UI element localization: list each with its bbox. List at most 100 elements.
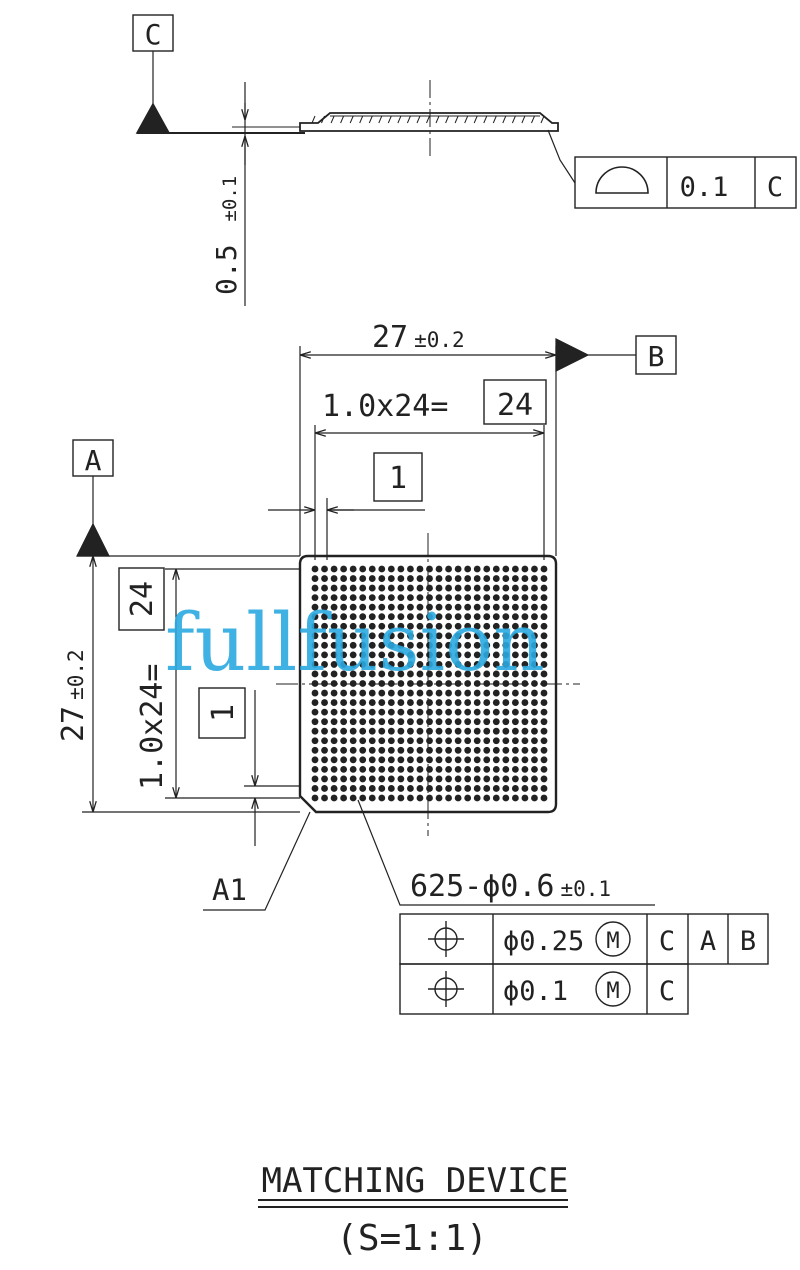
solder-ball xyxy=(330,565,338,573)
solder-ball xyxy=(397,775,405,783)
footer-scale: (S=1:1) xyxy=(336,1218,488,1259)
solder-ball xyxy=(464,651,472,659)
solder-ball xyxy=(473,765,481,773)
datum-a-label: A xyxy=(85,444,102,477)
solder-ball xyxy=(349,575,357,582)
solder-ball xyxy=(311,632,319,640)
solder-ball xyxy=(426,594,433,602)
solder-ball xyxy=(502,575,510,582)
solder-ball xyxy=(540,756,548,764)
solder-ball xyxy=(511,622,519,630)
solder-ball xyxy=(397,584,405,592)
solder-ball xyxy=(378,651,386,659)
solder-ball xyxy=(511,603,519,611)
solder-ball xyxy=(340,718,348,726)
solder-ball xyxy=(416,603,424,611)
solder-ball xyxy=(387,718,395,726)
solder-ball xyxy=(407,756,414,764)
solder-ball xyxy=(359,775,367,783)
solder-ball xyxy=(321,756,328,764)
solder-ball xyxy=(321,575,328,582)
solder-ball xyxy=(387,775,395,783)
side-ball-mark xyxy=(397,115,402,124)
solder-ball xyxy=(416,670,424,678)
solder-ball xyxy=(435,670,443,678)
solder-ball xyxy=(378,632,386,640)
solder-ball xyxy=(387,746,395,754)
pitch-v-unit: 1 xyxy=(206,704,241,722)
side-view-balls xyxy=(311,115,545,124)
solder-ball xyxy=(330,575,338,582)
solder-ball xyxy=(387,756,395,764)
solder-ball xyxy=(397,737,405,745)
solder-ball xyxy=(407,785,414,792)
solder-ball xyxy=(435,756,443,764)
solder-ball xyxy=(368,746,376,754)
solder-ball xyxy=(416,632,424,640)
solder-ball xyxy=(397,651,405,659)
solder-ball xyxy=(531,737,538,745)
solder-ball xyxy=(378,699,386,706)
solder-ball xyxy=(521,603,529,611)
solder-ball xyxy=(416,775,424,783)
solder-ball xyxy=(368,575,376,582)
solder-ball xyxy=(397,756,405,764)
solder-ball xyxy=(416,756,424,764)
solder-ball xyxy=(473,727,481,735)
side-ball-mark xyxy=(473,115,478,124)
solder-ball xyxy=(483,651,491,659)
solder-ball xyxy=(368,565,376,573)
solder-ball xyxy=(349,765,357,773)
solder-ball xyxy=(311,670,319,678)
solder-ball xyxy=(435,584,443,592)
solder-ball xyxy=(502,651,510,659)
solder-ball xyxy=(416,746,424,754)
solder-ball xyxy=(492,689,500,697)
solder-ball xyxy=(454,651,462,659)
solder-ball xyxy=(349,670,357,678)
solder-ball xyxy=(502,756,510,764)
solder-ball xyxy=(340,641,348,649)
solder-ball xyxy=(445,699,452,706)
solder-ball xyxy=(426,670,433,678)
solder-ball xyxy=(407,575,414,582)
solder-ball xyxy=(502,661,510,668)
solder-ball xyxy=(464,765,472,773)
solder-ball xyxy=(321,775,328,783)
solder-ball xyxy=(330,718,338,726)
solder-ball xyxy=(531,689,538,697)
solder-ball xyxy=(435,622,443,630)
solder-ball xyxy=(473,594,481,602)
solder-ball xyxy=(397,661,405,668)
pitch-h-unit-box xyxy=(373,452,423,502)
solder-ball xyxy=(359,680,367,687)
solder-ball xyxy=(349,594,357,602)
footer-title: MATCHING DEVICE xyxy=(261,1161,568,1201)
solder-ball xyxy=(492,775,500,783)
solder-ball xyxy=(340,680,348,687)
solder-ball xyxy=(521,737,529,745)
datum-b-label: B xyxy=(648,340,665,373)
solder-ball xyxy=(311,622,319,630)
solder-ball xyxy=(492,603,500,611)
solder-ball xyxy=(387,613,395,621)
solder-ball xyxy=(407,680,414,687)
solder-ball xyxy=(416,622,424,630)
solder-ball xyxy=(435,727,443,735)
solder-ball xyxy=(473,651,481,659)
solder-ball xyxy=(426,622,433,630)
fcf-row1-tol: ϕ0.25 xyxy=(503,926,584,957)
solder-ball xyxy=(473,584,481,592)
side-ball-mark xyxy=(540,115,545,124)
solder-ball xyxy=(445,603,452,611)
solder-ball xyxy=(454,727,462,735)
solder-ball xyxy=(340,737,348,745)
solder-ball xyxy=(407,622,414,630)
solder-ball xyxy=(473,632,481,640)
solder-ball xyxy=(531,603,538,611)
solder-ball xyxy=(540,670,548,678)
side-ball-mark xyxy=(531,115,535,124)
solder-ball xyxy=(492,718,500,726)
solder-ball xyxy=(407,565,414,573)
solder-ball xyxy=(378,603,386,611)
